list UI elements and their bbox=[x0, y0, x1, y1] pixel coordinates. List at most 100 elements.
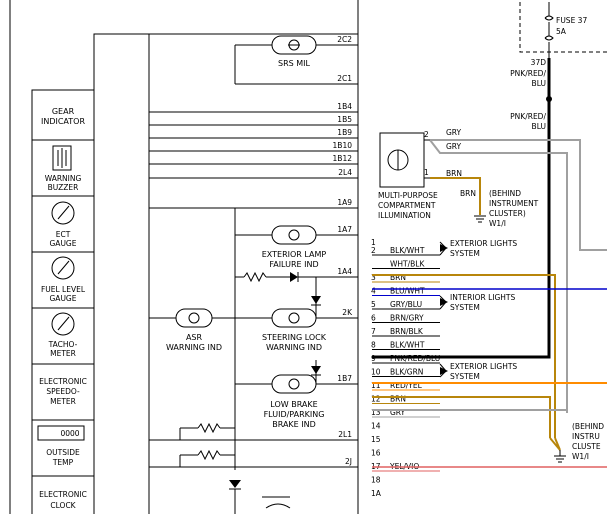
interior-lights-system-a: INTERIOR LIGHTS bbox=[450, 293, 515, 302]
steering-lock-label-2: WARNING IND bbox=[266, 343, 322, 352]
connector-wire-label: WHT/BLK bbox=[390, 260, 425, 269]
connector-pin-number: 12 bbox=[371, 395, 381, 404]
pin-label: 2L4 bbox=[338, 168, 352, 177]
right-ground-join bbox=[549, 437, 561, 451]
mp-pin2: 2 bbox=[424, 130, 429, 139]
connector-pin-number: 2 bbox=[371, 246, 376, 255]
gry-wire-trace-b bbox=[429, 139, 568, 413]
connector-pin-number: 13 bbox=[371, 408, 381, 417]
fuel-gauge-label-1: FUEL LEVEL bbox=[41, 285, 86, 294]
pin-label: 2C2 bbox=[337, 35, 352, 44]
connector-wire-label: GRY bbox=[390, 408, 406, 417]
pin-label: 1A7 bbox=[337, 225, 352, 234]
feed-wire-trace bbox=[372, 58, 551, 359]
tachometer-label-1: TACHO- bbox=[48, 340, 78, 349]
exterior-lights-system-1a: EXTERIOR LIGHTS bbox=[450, 239, 517, 248]
feed-wire-label-2: BLU bbox=[532, 79, 546, 88]
speedometer-label-3: METER bbox=[50, 397, 76, 406]
feed-wire-repeat-1: PNK/RED/ bbox=[510, 112, 546, 121]
pin-label: 1A9 bbox=[337, 198, 352, 207]
mp-ground-icon bbox=[474, 215, 486, 223]
connector-pin-number: 1A bbox=[371, 489, 382, 498]
connector-pin-number: 11 bbox=[371, 381, 381, 390]
connector-pin-number: 8 bbox=[371, 341, 376, 350]
mp-wire-gry-1: GRY bbox=[446, 128, 462, 137]
exterior-lamp-label-1: EXTERIOR LAMP bbox=[262, 250, 327, 259]
connector-wire-label: BRN bbox=[390, 273, 406, 282]
mp-ground-id: W1/I bbox=[489, 219, 506, 228]
mp-ground-note-2: INSTRUMENT bbox=[489, 199, 539, 208]
right-ground-icon bbox=[554, 450, 566, 463]
asr-label-2: WARNING IND bbox=[166, 343, 222, 352]
gear-indicator-label-1: GEAR bbox=[52, 107, 75, 116]
connector-wire-label: BRN/GRY bbox=[390, 314, 424, 323]
mp-ground-note-1: (BEHIND bbox=[489, 189, 521, 198]
right-ground-note-2: INSTRU bbox=[572, 432, 600, 441]
cluster-pin-labels: 2C2 2C1 1B4 1B5 1B9 1B10 1B12 2L4 1A9 1A… bbox=[333, 35, 354, 466]
connector-wire-label: BRN bbox=[390, 395, 406, 404]
brn-wire-trace-12 bbox=[372, 396, 551, 438]
connector-pin-number: 5 bbox=[371, 300, 376, 309]
warning-buzzer-label-1: WARNING bbox=[45, 174, 82, 183]
pin-label: 2K bbox=[342, 308, 353, 317]
outside-temp-label-2: TEMP bbox=[52, 458, 74, 467]
connector-wire-label: BLK/WHT bbox=[390, 246, 425, 255]
exterior-lights-system-2a: EXTERIOR LIGHTS bbox=[450, 362, 517, 371]
connector-pin-number: 7 bbox=[371, 327, 376, 336]
tachometer-label-2: METER bbox=[50, 349, 76, 358]
cluster-bus bbox=[93, 33, 150, 514]
outside-temp-value: 0000 bbox=[60, 429, 79, 438]
gear-indicator-label-2: INDICATOR bbox=[41, 117, 85, 126]
asr-label-1: ASR bbox=[186, 333, 203, 342]
pin-label: 1B9 bbox=[337, 128, 352, 137]
fuel-gauge-icon bbox=[51, 256, 75, 280]
pin-label: 1A4 bbox=[337, 267, 352, 276]
pin-label: 1B7 bbox=[337, 374, 352, 383]
asr-warning-lamp-icon bbox=[175, 308, 213, 328]
fuse-box bbox=[519, 2, 607, 58]
ect-gauge-label-1: ECT bbox=[56, 230, 71, 239]
connector-pin-number: 10 bbox=[371, 368, 381, 377]
multi-purpose-lamp-icon bbox=[379, 132, 430, 188]
ect-gauge-icon bbox=[51, 201, 75, 225]
gry-wire-trace-a bbox=[430, 139, 607, 251]
connector-wire-label: PNK/RED/BLU bbox=[390, 354, 440, 363]
outside-temp-display bbox=[37, 425, 85, 441]
clock-label-2: CLOCK bbox=[50, 501, 76, 510]
connector-pin-number: 14 bbox=[371, 422, 381, 431]
fuse-rating: 5A bbox=[556, 27, 567, 36]
exterior-lights-system-1b: SYSTEM bbox=[450, 249, 480, 258]
clock-label-1: ELECTRONIC bbox=[39, 490, 87, 499]
connector-pin-number: 6 bbox=[371, 314, 376, 323]
buzzer-icon bbox=[52, 145, 72, 171]
speedometer-label-1: ELECTRONIC bbox=[39, 377, 87, 386]
low-brake-lamp-icon bbox=[271, 374, 317, 394]
srs-mil-lamp-icon bbox=[271, 35, 317, 55]
connector-pin-number: 15 bbox=[371, 435, 381, 444]
feed-wire-repeat-2: BLU bbox=[532, 122, 546, 131]
connector-top-pin: 1 bbox=[371, 238, 376, 247]
low-brake-label-2: FLUID/PARKING bbox=[264, 410, 325, 419]
connector-wire-label: BLU/WHT bbox=[390, 287, 425, 296]
warning-buzzer-label-2: BUZZER bbox=[48, 183, 79, 192]
right-ground-note-1: (BEHIND bbox=[572, 422, 604, 431]
mp-wire-brn-2: BRN bbox=[460, 189, 476, 198]
connector-wire-label: GRY/BLU bbox=[390, 300, 422, 309]
mp-wire-brn-1: BRN bbox=[446, 169, 462, 178]
interior-lights-system-b: SYSTEM bbox=[450, 303, 480, 312]
outside-temp-label-1: OUTSIDE bbox=[46, 448, 80, 457]
fuse-terminal: 37D bbox=[531, 58, 547, 67]
connector-pin-number: 3 bbox=[371, 273, 376, 282]
exterior-lamp-label-2: FAILURE IND bbox=[269, 260, 318, 269]
steering-lock-lamp-icon bbox=[271, 308, 317, 328]
right-ground-note-3: CLUSTE bbox=[572, 442, 601, 451]
system-arrows bbox=[439, 241, 448, 378]
connector-wire-label: RED/YEL bbox=[390, 381, 423, 390]
mp-label-1: MULTI-PURPOSE bbox=[378, 191, 438, 200]
mp-pin1: 1 bbox=[424, 168, 429, 177]
exterior-lamp-failure-lamp-icon bbox=[271, 225, 317, 245]
mp-label-3: ILLUMINATION bbox=[378, 211, 431, 220]
cluster-wiring bbox=[149, 44, 358, 514]
pin-label: 2C1 bbox=[337, 74, 352, 83]
